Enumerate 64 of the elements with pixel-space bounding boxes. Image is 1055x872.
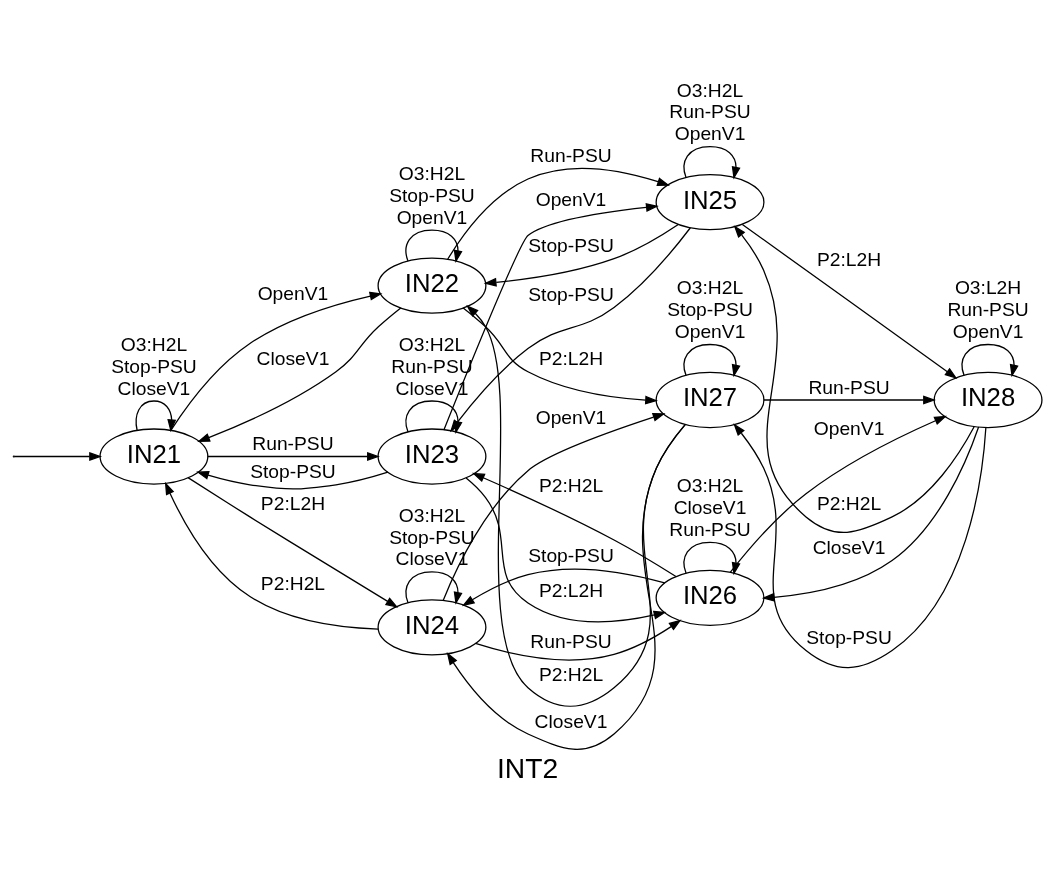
arrow (447, 167, 670, 260)
edge-label: O3:H2L CloseV1 Run-PSU (669, 475, 751, 540)
edge-label: CloseV1 (812, 537, 886, 559)
edge-label: CloseV1 (534, 710, 608, 732)
arrow (683, 541, 741, 576)
edge-label: OpenV1 (813, 417, 885, 439)
edge-label: O3:H2L Stop-PSU OpenV1 (389, 163, 475, 228)
arrow (443, 202, 659, 431)
edge-label: Run-PSU (530, 630, 612, 652)
arrow (729, 415, 947, 573)
arrow (197, 307, 402, 443)
edge-label: Stop-PSU (250, 461, 336, 483)
arrow (170, 291, 383, 432)
arrow (466, 304, 686, 708)
arrow (462, 307, 658, 405)
edge-label: P2:L2H (538, 579, 604, 601)
arrow (196, 471, 389, 490)
edge-label: Stop-PSU (528, 284, 614, 306)
arrow (733, 423, 987, 669)
arrow (164, 481, 379, 630)
arrow (405, 229, 463, 264)
edge-label: OpenV1 (535, 407, 607, 429)
arrow (187, 477, 399, 608)
caption: INT2 (496, 751, 559, 784)
arrow (461, 568, 666, 607)
edge-label: Stop-PSU (806, 627, 892, 649)
arrow (207, 452, 380, 461)
edge-label: CloseV1 (256, 348, 330, 370)
arrow (405, 571, 463, 605)
edge-label: P2:H2L (538, 475, 604, 497)
edge-label: P2:H2L (538, 664, 604, 686)
arrow (733, 225, 975, 533)
arrow (741, 223, 958, 379)
arrow (472, 472, 677, 578)
edge-label: O3:L2H Run-PSU OpenV1 (947, 277, 1029, 343)
arrow (961, 343, 1019, 378)
edge-label: Run-PSU (808, 376, 890, 398)
arrow (13, 452, 103, 461)
arrow (483, 223, 679, 287)
node-ellipse: IN22 (377, 257, 487, 314)
edge-label: O3:H2L Run-PSU OpenV1 (669, 79, 751, 145)
arrow (763, 395, 936, 405)
edge-label: OpenV1 (535, 189, 607, 211)
arrow (474, 619, 682, 661)
edge-label: P2:L2H (538, 348, 604, 370)
edge-label: P2:H2L (816, 493, 882, 515)
arrow (442, 413, 666, 602)
arrow (683, 343, 741, 378)
edge-label: Run-PSU (252, 433, 334, 455)
edge-label: O3:H2L Stop-PSU CloseV1 (111, 333, 197, 399)
edge-label: Stop-PSU (528, 235, 614, 257)
arrow (135, 400, 177, 433)
edge-label: P2:L2H (816, 249, 882, 271)
edge-label: OpenV1 (257, 282, 329, 304)
node-ellipse: IN27 (655, 371, 765, 429)
arrow (446, 423, 686, 750)
edge-label: P2:L2H (260, 493, 326, 515)
edge-label: Run-PSU (530, 145, 612, 167)
edge-label: P2:H2L (260, 573, 326, 595)
edge-label: Stop-PSU (528, 544, 614, 566)
edge-label: O3:H2L Stop-PSU OpenV1 (667, 277, 753, 343)
arrow (465, 477, 667, 623)
node-ellipse: IN26 (655, 569, 765, 626)
arrow (683, 146, 741, 180)
